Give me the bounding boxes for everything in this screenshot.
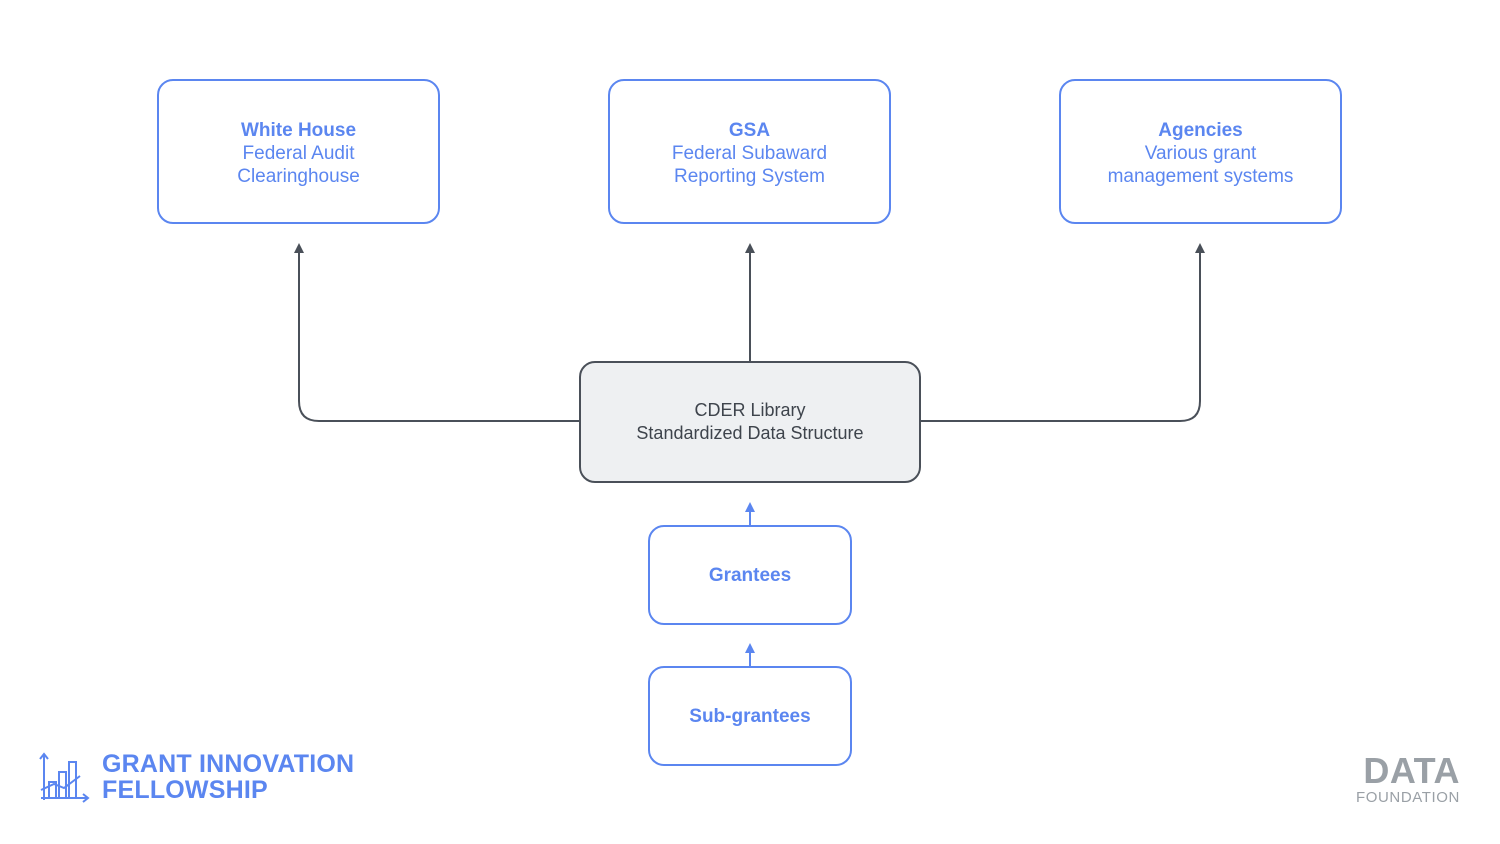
- right-logo-big: DATA: [1363, 750, 1460, 791]
- node-gsa: GSA Federal Subaward Reporting System: [608, 79, 891, 224]
- connector-cder-to-white-house: [294, 243, 579, 422]
- node-cder-line-2: Standardized Data Structure: [636, 423, 864, 443]
- right-logo-small: FOUNDATION: [1355, 789, 1460, 806]
- node-agencies-line-2: management systems: [1107, 166, 1294, 187]
- node-agencies: Agencies Various grant management system…: [1059, 79, 1342, 224]
- node-agencies-line-1: Various grant: [1144, 143, 1257, 164]
- connector-cder-to-agencies: [921, 243, 1205, 422]
- node-gsa-title: GSA: [728, 120, 771, 141]
- node-cder-library: CDER Library Standardized Data Structure: [579, 361, 921, 483]
- grant-innovation-fellowship-logo: GRANT INNOVATION FELLOWSHIP: [38, 750, 354, 804]
- bar-chart-icon: [39, 752, 90, 803]
- node-cder-line-1: CDER Library: [694, 400, 806, 420]
- node-grantees: Grantees: [648, 525, 852, 625]
- node-gsa-line-2: Reporting System: [673, 166, 825, 187]
- left-logo-text: GRANT INNOVATION FELLOWSHIP: [102, 751, 354, 803]
- node-white-house-title: White House: [240, 120, 357, 141]
- left-logo-line-1: GRANT INNOVATION: [102, 750, 355, 778]
- data-foundation-logo: DATA FOUNDATION: [1356, 753, 1460, 807]
- left-logo-line-2: FELLOWSHIP: [102, 776, 268, 804]
- node-white-house: White House Federal Audit Clearinghouse: [157, 79, 440, 224]
- node-white-house-line-2: Clearinghouse: [237, 166, 360, 187]
- node-gsa-line-1: Federal Subaward: [671, 143, 828, 164]
- node-sub-grantees-title: Sub-grantees: [689, 705, 811, 727]
- node-agencies-title: Agencies: [1158, 120, 1243, 141]
- node-grantees-title: Grantees: [708, 564, 792, 586]
- node-white-house-line-1: Federal Audit: [242, 143, 355, 164]
- node-sub-grantees: Sub-grantees: [648, 666, 852, 766]
